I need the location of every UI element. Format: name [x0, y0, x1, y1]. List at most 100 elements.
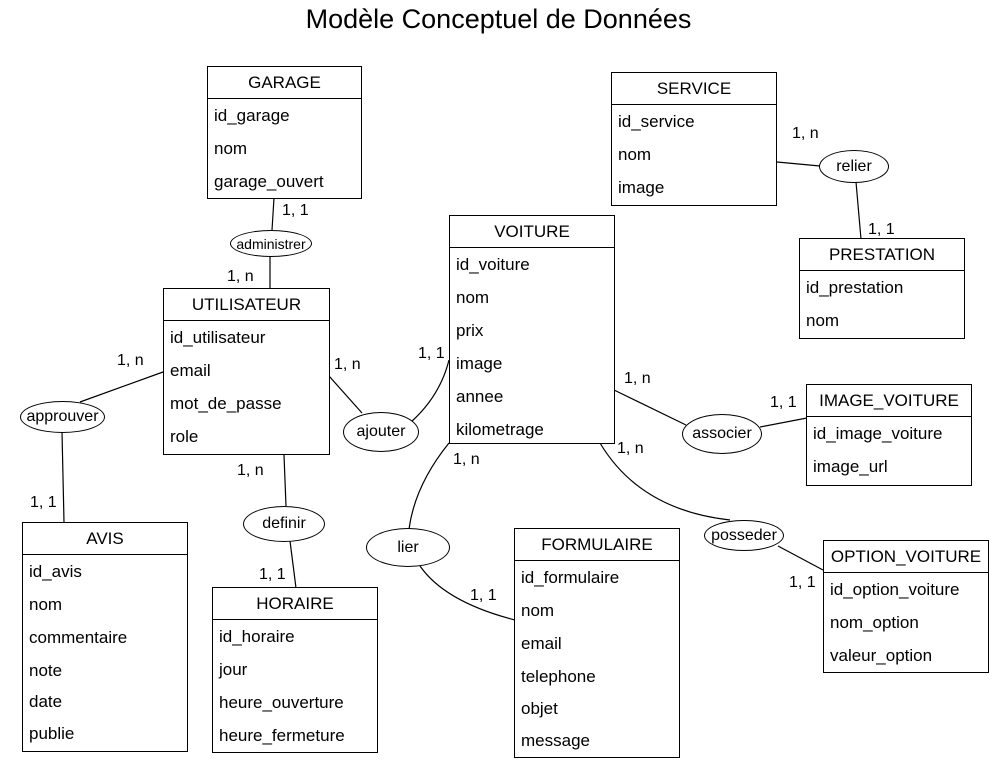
assoc-relier[interactable]: relier [819, 150, 889, 183]
entity-avis-attr: commentaire [29, 628, 128, 647]
entity-utilisateur-attr: role [170, 427, 199, 446]
entity-utilisateur-attr: email [170, 361, 211, 380]
entity-formulaire-attr: message [521, 731, 590, 750]
cardinality-label: 1, n [334, 356, 361, 373]
cardinality-label: 1, n [117, 352, 144, 369]
cardinality-label: 1, 1 [418, 345, 445, 362]
entity-avis-attr: publie [29, 724, 75, 743]
link-posseder-option [777, 545, 824, 571]
link-voiture-posseder [599, 442, 731, 521]
cardinality-label: 1, 1 [770, 394, 797, 411]
entity-voiture-attr: kilometrage [456, 420, 544, 439]
link-voiture-lier [408, 442, 450, 530]
entity-image-voiture-attr: image_url [813, 457, 888, 476]
link-garage-administrer [271, 197, 275, 231]
link-service-relier [776, 161, 821, 167]
entity-service-attr: nom [618, 145, 652, 164]
entity-avis-attr: note [29, 661, 63, 680]
assoc-associer[interactable]: associer [682, 414, 762, 454]
link-ajouter-voiture [410, 359, 450, 423]
entity-voiture-name: VOITURE [450, 216, 614, 248]
cardinality-label: 1, n [792, 125, 819, 142]
cardinality-label: 1, n [237, 462, 264, 479]
entity-avis[interactable]: AVIS id_avis nom commentaire note date p… [22, 522, 188, 752]
entity-voiture-attr: prix [456, 321, 484, 340]
assoc-administrer[interactable]: administrer [230, 230, 312, 257]
entity-formulaire-attr: email [521, 634, 562, 653]
entity-service-attr: id_service [618, 112, 695, 131]
entity-avis-attr: id_avis [29, 562, 82, 581]
assoc-ajouter[interactable]: ajouter [343, 412, 419, 452]
entity-horaire[interactable]: HORAIRE id_horaire jour heure_ouverture … [212, 587, 378, 753]
entity-voiture-attr: nom [456, 288, 490, 307]
entity-service-attr: image [618, 178, 665, 197]
assoc-approuver[interactable]: approuver [20, 401, 105, 433]
entity-option-voiture-attr: id_option_voiture [830, 580, 960, 599]
entity-formulaire-attr: objet [521, 699, 558, 718]
entity-formulaire-attr: id_formulaire [521, 568, 620, 587]
entity-formulaire-attr: nom [521, 601, 555, 620]
link-utilisateur-ajouter [328, 375, 363, 414]
diagram-title: Modèle Conceptuel de Données [305, 4, 692, 34]
entity-option-voiture-attr: nom_option [830, 613, 919, 632]
entity-image-voiture-name: IMAGE_VOITURE [807, 385, 971, 417]
entity-option-voiture-attr: valeur_option [830, 646, 933, 665]
entity-voiture-attr: id_voiture [456, 255, 530, 274]
cardinality-label: 1, 1 [30, 494, 57, 511]
cardinality-label: 1, 1 [282, 202, 309, 219]
entity-avis-attr: nom [29, 595, 63, 614]
entity-utilisateur-attr: id_utilisateur [170, 328, 266, 347]
cardinality-label: 1, n [453, 451, 480, 468]
entity-voiture-attr: annee [456, 387, 504, 406]
entity-utilisateur-attr: mot_de_passe [170, 394, 282, 413]
link-utilisateur-definir [283, 454, 287, 507]
entity-horaire-attr: jour [219, 660, 248, 679]
entity-voiture[interactable]: VOITURE id_voiture nom prix image annee … [449, 215, 615, 444]
entity-image-voiture-attr: id_image_voiture [813, 424, 943, 443]
entity-garage-attr: nom [214, 139, 248, 158]
cardinality-label: 1, 1 [868, 221, 895, 238]
entity-prestation[interactable]: PRESTATION id_prestation nom [799, 238, 965, 339]
entity-utilisateur-name: UTILISATEUR [164, 289, 329, 321]
entity-service[interactable]: SERVICE id_service nom image [611, 72, 777, 206]
entity-prestation-name: PRESTATION [800, 239, 964, 271]
link-lier-formulaire [419, 565, 516, 621]
assoc-posseder[interactable]: posseder [704, 520, 784, 551]
entity-option-voiture[interactable]: OPTION_VOITURE id_option_voiture nom_opt… [823, 540, 989, 673]
link-associer-image [759, 417, 808, 428]
assoc-lier[interactable]: lier [366, 528, 450, 567]
assoc-definir[interactable]: definir [243, 506, 325, 542]
entity-prestation-attr: id_prestation [806, 278, 904, 297]
entity-garage[interactable]: GARAGE id_garage nom garage_ouvert [207, 66, 362, 199]
entity-voiture-attr: image [456, 354, 503, 373]
cardinality-label: 1, 1 [470, 587, 497, 604]
link-approuver-avis [61, 431, 65, 523]
link-utilisateur-approuver [79, 371, 164, 403]
cardinality-label: 1, 1 [259, 566, 286, 583]
link-voiture-associer [613, 389, 687, 426]
link-relier-prestation [855, 181, 862, 240]
entity-formulaire-attr: telephone [521, 667, 596, 686]
link-definir-horaire [289, 540, 297, 589]
entity-horaire-attr: heure_ouverture [219, 693, 344, 712]
entity-horaire-attr: heure_fermeture [219, 726, 345, 745]
cardinality-label: 1, n [617, 440, 644, 457]
entity-garage-name: GARAGE [208, 67, 361, 99]
entity-avis-attr: date [29, 692, 63, 711]
entity-image-voiture[interactable]: IMAGE_VOITURE id_image_voiture image_url [806, 384, 972, 486]
entity-avis-name: AVIS [23, 523, 187, 555]
entity-option-voiture-name: OPTION_VOITURE [824, 541, 988, 573]
entity-prestation-attr: nom [806, 311, 840, 330]
entity-garage-attr: id_garage [214, 106, 290, 125]
entity-formulaire[interactable]: FORMULAIRE id_formulaire nom email telep… [514, 528, 680, 758]
entity-service-name: SERVICE [612, 73, 776, 105]
entity-horaire-attr: id_horaire [219, 627, 295, 646]
cardinality-label: 1, n [227, 268, 254, 285]
entity-utilisateur[interactable]: UTILISATEUR id_utilisateur email mot_de_… [163, 288, 330, 455]
entity-garage-attr: garage_ouvert [214, 172, 324, 191]
cardinality-label: 1, n [624, 370, 651, 387]
entity-formulaire-name: FORMULAIRE [515, 529, 679, 561]
cardinality-label: 1, 1 [789, 574, 816, 591]
entity-horaire-name: HORAIRE [213, 588, 377, 620]
